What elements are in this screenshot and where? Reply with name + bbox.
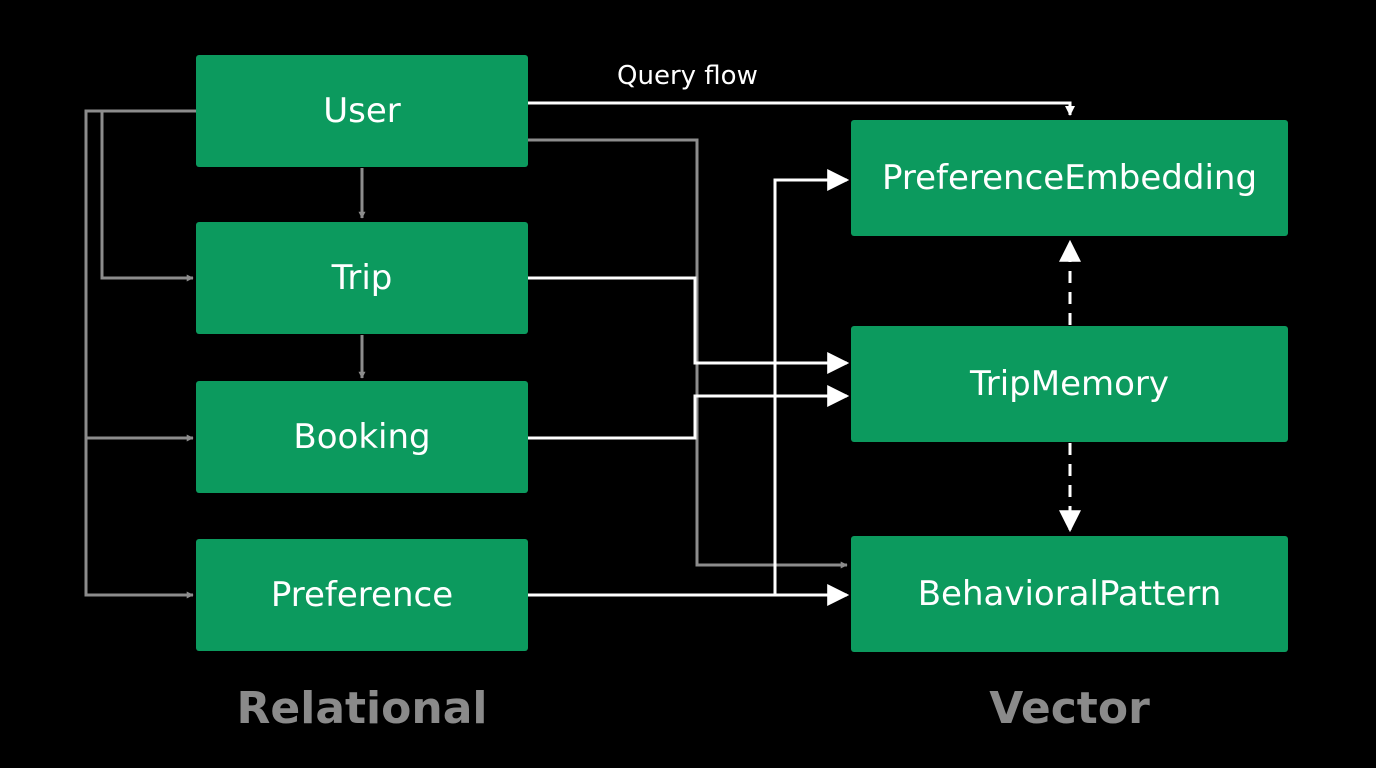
edge-user-to-behavioralpattern (528, 138, 848, 569)
node-trip: Trip (196, 222, 528, 334)
node-trip-label: Trip (331, 258, 393, 298)
edge-preference-to-preferenceembedding (528, 169, 850, 597)
edge-booking-to-tripmemory (528, 385, 850, 440)
node-preference-label: Preference (270, 575, 454, 615)
node-preferenceembedding-label: PreferenceEmbedding (881, 158, 1258, 198)
node-behavioralpattern-label: BehavioralPattern (917, 574, 1222, 614)
node-user-label: User (323, 91, 401, 131)
node-booking-label: Booking (293, 417, 431, 457)
node-tripmemory-label: TripMemory (969, 364, 1170, 404)
edge-query-flow (528, 101, 1075, 116)
edge-user-to-trip-side (100, 109, 196, 282)
node-preferenceembedding: PreferenceEmbedding (851, 120, 1288, 236)
node-behavioralpattern: BehavioralPattern (851, 536, 1288, 652)
node-tripmemory: TripMemory (851, 326, 1288, 442)
edge-trip-to-tripmemory (528, 276, 850, 374)
query-flow-label: Query flow (617, 61, 758, 91)
edge-user-to-preference-side (84, 109, 194, 599)
relational-group-label: Relational (236, 683, 488, 734)
node-preference: Preference (196, 539, 528, 651)
node-booking: Booking (196, 381, 528, 493)
node-user: User (196, 55, 528, 167)
vector-group-label: Vector (989, 683, 1150, 734)
